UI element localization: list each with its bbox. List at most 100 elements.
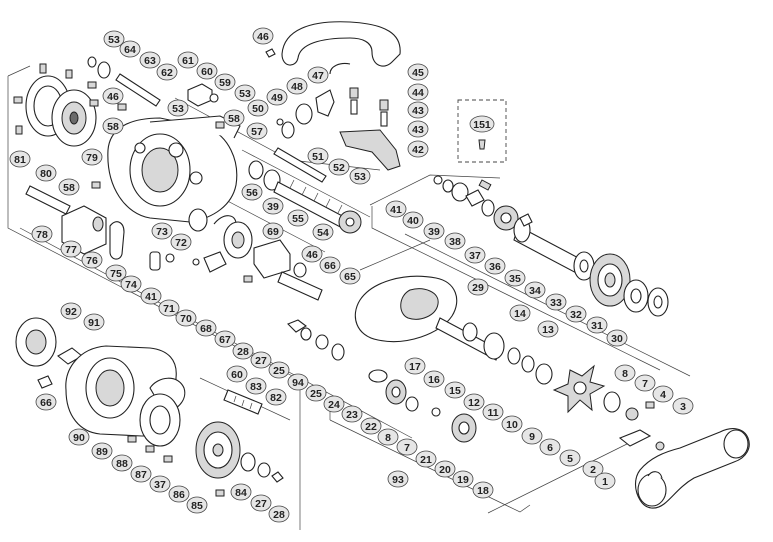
callout-label: 27	[255, 355, 267, 367]
callout-label: 86	[173, 489, 185, 501]
callout-78: 78	[31, 225, 53, 243]
callout-73: 73	[151, 222, 173, 240]
callout-label: 83	[250, 381, 262, 393]
level-wind-assembly	[248, 21, 401, 234]
callout-53: 53	[103, 30, 125, 48]
left-side-plate-assembly	[13, 56, 241, 271]
callout-60: 60	[196, 62, 218, 80]
callout-label: 50	[252, 103, 264, 115]
callout-60: 60	[226, 365, 248, 383]
callout-20: 20	[434, 460, 456, 478]
callout-label: 9	[529, 431, 535, 443]
callout-label: 54	[317, 227, 329, 239]
callout-label: 11	[487, 407, 498, 419]
callout-label: 65	[344, 271, 356, 283]
callout-label: 58	[107, 121, 119, 133]
callout-label: 4	[660, 389, 666, 401]
callout-label: 74	[125, 279, 137, 291]
callout-51: 51	[307, 147, 329, 165]
callout-label: 29	[472, 282, 484, 294]
callout-label: 57	[251, 126, 263, 138]
callout-23: 23	[341, 405, 363, 423]
callout-48: 48	[286, 77, 308, 95]
drive-gear-assembly	[433, 175, 669, 317]
callout-40: 40	[402, 211, 424, 229]
callout-label: 61	[182, 55, 194, 67]
callout-label: 90	[73, 432, 85, 444]
callout-label: 18	[477, 485, 489, 497]
callout-151: 151	[469, 115, 495, 133]
callout-label: 73	[156, 226, 168, 238]
callout-9: 9	[521, 427, 543, 445]
callout-label: 14	[514, 308, 526, 320]
callout-16: 16	[423, 370, 445, 388]
callout-label: 2	[590, 464, 596, 476]
callout-label: 46	[306, 249, 318, 261]
callout-36: 36	[484, 257, 506, 275]
callout-label: 39	[428, 226, 440, 238]
callout-label: 16	[428, 374, 440, 386]
callout-81: 81	[9, 150, 31, 168]
callout-28: 28	[232, 342, 254, 360]
callout-label: 71	[163, 303, 175, 315]
callout-7: 7	[634, 374, 656, 392]
callout-85: 85	[186, 496, 208, 514]
callout-27: 27	[250, 494, 272, 512]
callout-84: 84	[230, 483, 252, 501]
callout-12: 12	[463, 393, 485, 411]
callout-label: 84	[235, 487, 247, 499]
callout-label: 59	[219, 77, 231, 89]
callout-54: 54	[312, 223, 334, 241]
callout-53: 53	[234, 84, 256, 102]
callout-label: 37	[469, 250, 481, 262]
callout-61: 61	[177, 51, 199, 69]
callout-83: 83	[245, 377, 267, 395]
callout-label: 66	[324, 260, 336, 272]
callout-58: 58	[58, 178, 80, 196]
callout-label: 79	[86, 152, 98, 164]
callout-label: 60	[231, 369, 243, 381]
callout-34: 34	[524, 281, 546, 299]
callout-label: 53	[172, 103, 184, 115]
callout-56: 56	[241, 183, 263, 201]
callout-label: 17	[409, 361, 421, 373]
callout-label: 80	[40, 168, 52, 180]
callout-7: 7	[396, 438, 418, 456]
part-151-dashed-box	[457, 99, 507, 163]
callout-label: 62	[161, 67, 173, 79]
callout-label: 42	[412, 144, 424, 156]
callout-label: 76	[86, 255, 98, 267]
callout-label: 47	[312, 70, 324, 82]
callout-label: 82	[270, 392, 282, 404]
callout-17: 17	[404, 357, 426, 375]
callout-labels: 5364636261605953465358585779808158787776…	[9, 27, 694, 523]
callout-37: 37	[464, 246, 486, 264]
callout-label: 25	[273, 365, 285, 377]
callout-41: 41	[385, 200, 407, 218]
callout-13: 13	[537, 320, 559, 338]
callout-87: 87	[130, 465, 152, 483]
callout-90: 90	[68, 428, 90, 446]
callout-label: 94	[292, 377, 304, 389]
callout-label: 88	[116, 458, 128, 470]
callout-49: 49	[266, 88, 288, 106]
callout-label: 28	[237, 346, 249, 358]
callout-label: 27	[255, 498, 267, 510]
callout-43: 43	[407, 120, 429, 138]
callout-42: 42	[407, 140, 429, 158]
callout-32: 32	[565, 305, 587, 323]
callout-label: 43	[412, 124, 424, 136]
callout-label: 58	[63, 182, 75, 194]
callout-50: 50	[247, 99, 269, 117]
callout-label: 55	[292, 213, 304, 225]
callout-6: 6	[539, 438, 561, 456]
callout-label: 7	[642, 378, 648, 390]
callout-74: 74	[120, 275, 142, 293]
callout-label: 41	[390, 204, 402, 216]
callout-label: 63	[144, 55, 156, 67]
callout-label: 64	[124, 44, 136, 56]
callout-4: 4	[652, 385, 674, 403]
callout-label: 56	[246, 187, 258, 199]
callout-label: 6	[547, 442, 553, 454]
